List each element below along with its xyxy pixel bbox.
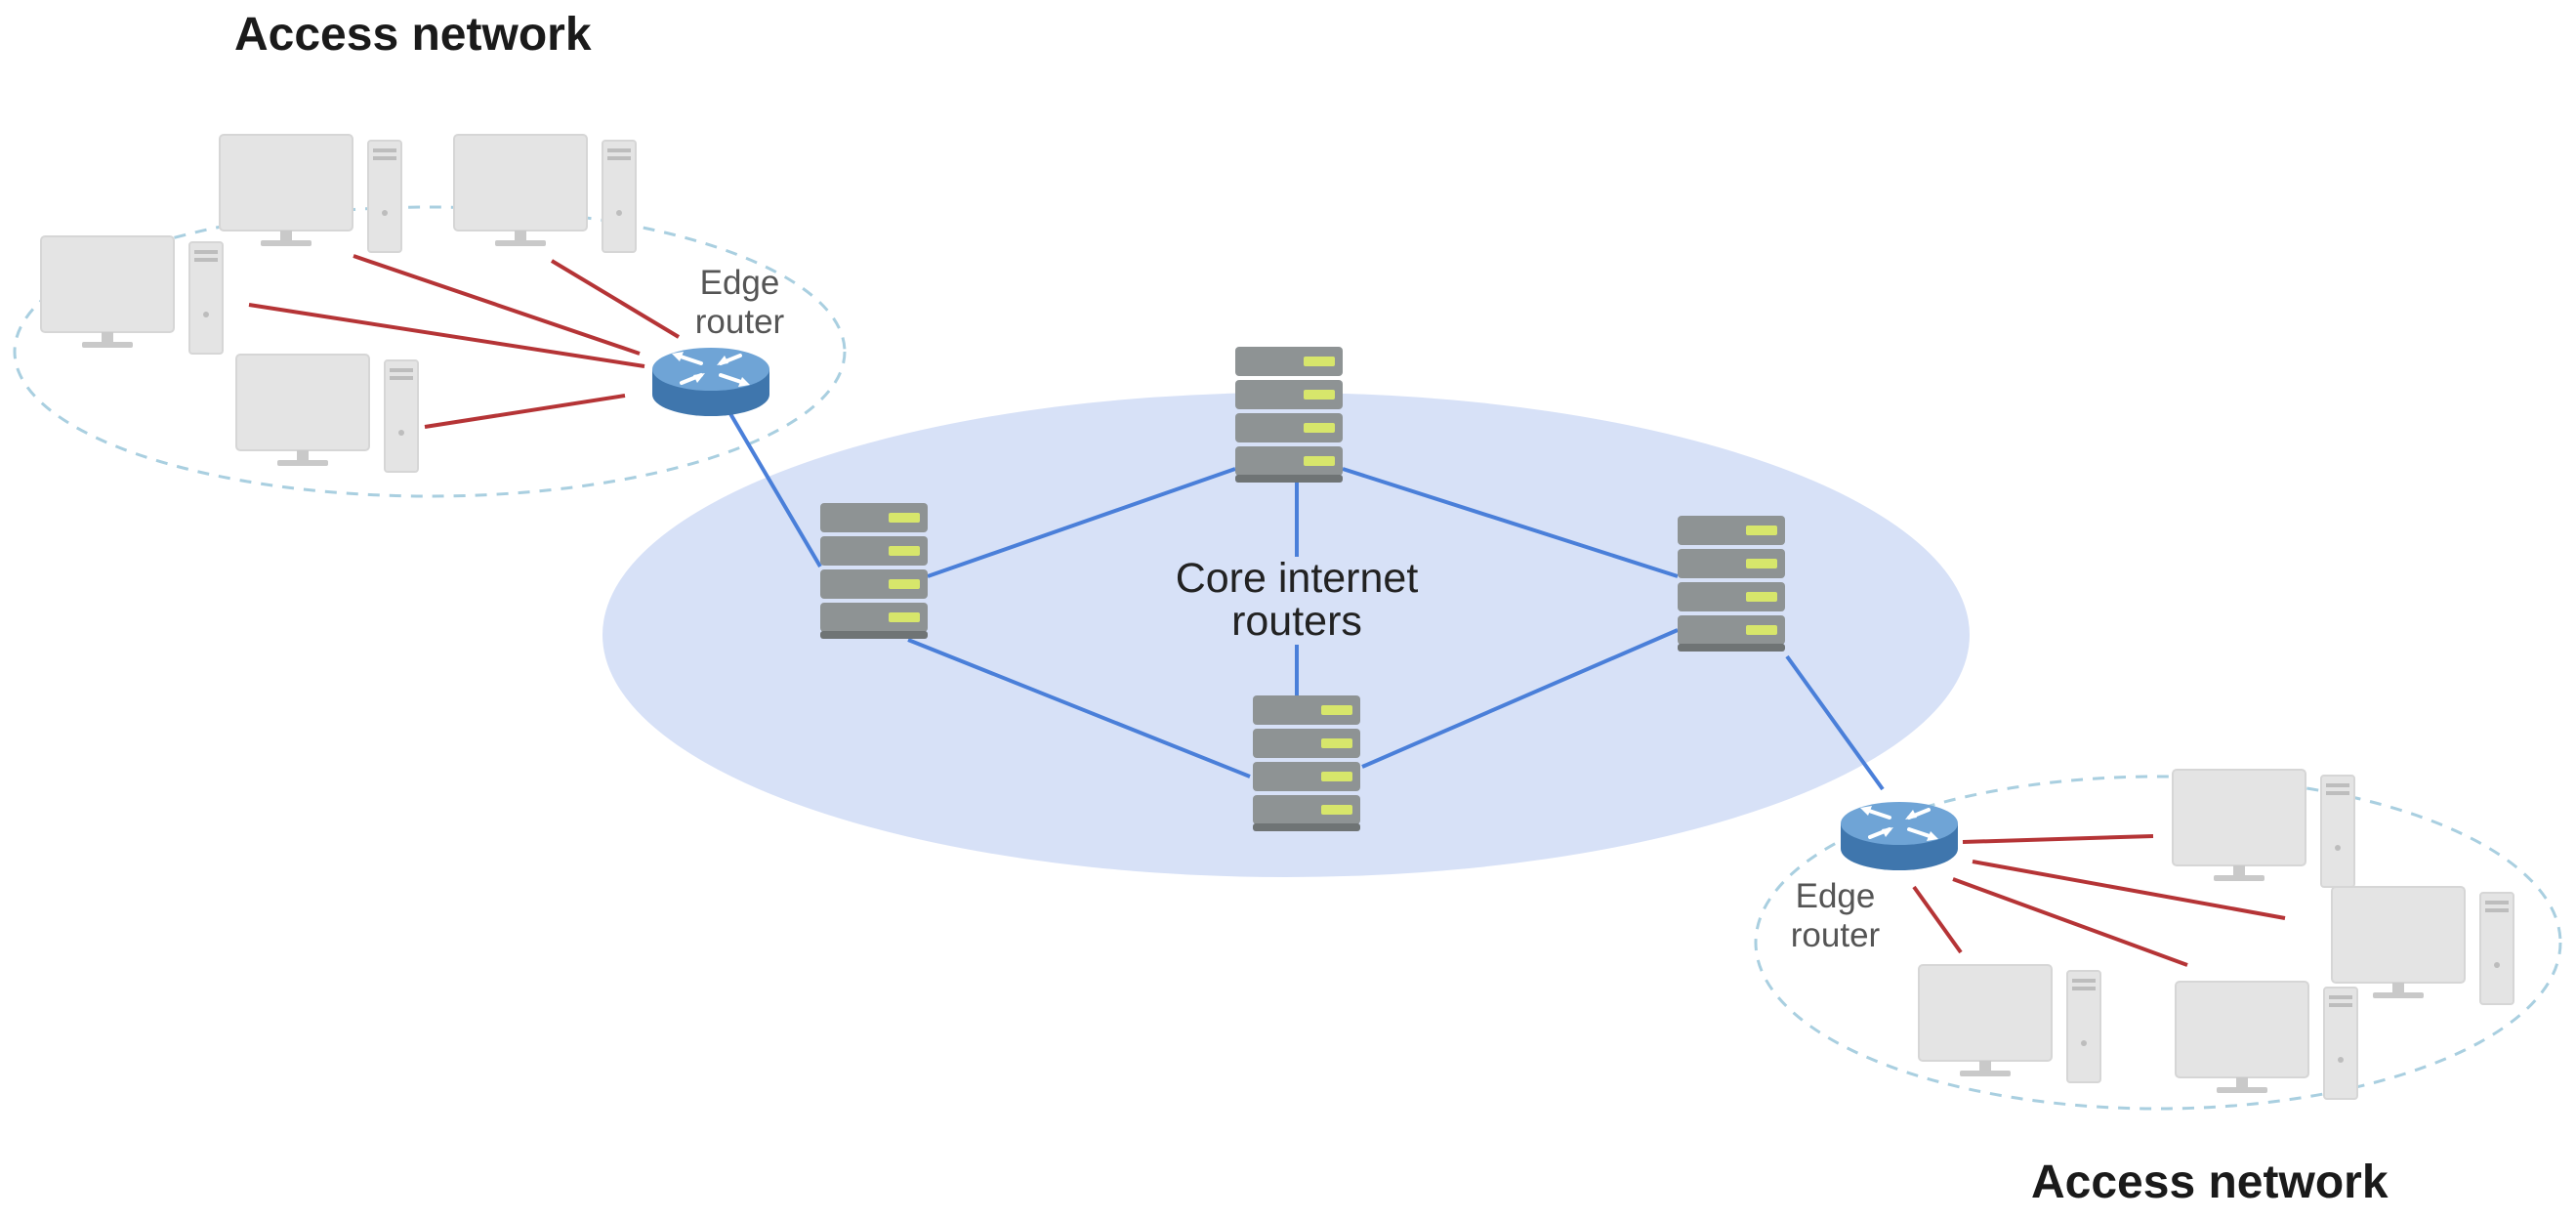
core-routers-label: Core internet routers bbox=[1141, 557, 1453, 643]
access-network-title-bottom: Access network bbox=[2031, 1157, 2389, 1208]
access-network-boundary-top bbox=[13, 205, 847, 498]
router-icon bbox=[1839, 800, 1960, 872]
host-computer bbox=[40, 235, 224, 355]
host-computer bbox=[219, 134, 402, 253]
host-computer bbox=[235, 354, 419, 473]
server-rack-icon bbox=[820, 503, 928, 639]
server-rack-icon bbox=[1678, 516, 1785, 652]
edge-router-label-line2: router bbox=[1790, 916, 1881, 954]
host-computer bbox=[2172, 769, 2355, 888]
server-rack-icon bbox=[1253, 695, 1360, 831]
host-computer bbox=[2175, 981, 2358, 1100]
edge-router-label-line1: Edge bbox=[1795, 877, 1876, 915]
core-label-line1: Core internet bbox=[1175, 555, 1419, 602]
access-network-title-top: Access network bbox=[234, 9, 592, 61]
core-network-region bbox=[602, 393, 1970, 877]
router-icon bbox=[650, 346, 771, 418]
core-label-line2: routers bbox=[1231, 598, 1362, 645]
edge-router-label-top: Edge router bbox=[684, 264, 796, 342]
host-computer bbox=[1918, 964, 2101, 1083]
edge-router-label-bottom: Edge router bbox=[1779, 877, 1891, 955]
server-rack-icon bbox=[1235, 347, 1343, 483]
access-links-top bbox=[248, 254, 681, 429]
core-links bbox=[721, 399, 1885, 791]
edge-router-label-line2: router bbox=[694, 303, 785, 341]
host-computer bbox=[453, 134, 637, 253]
host-computer bbox=[2331, 886, 2514, 1005]
edge-router-label-line1: Edge bbox=[699, 264, 780, 302]
access-links-bottom bbox=[1912, 834, 2286, 967]
access-network-boundary-bottom bbox=[1754, 775, 2562, 1111]
